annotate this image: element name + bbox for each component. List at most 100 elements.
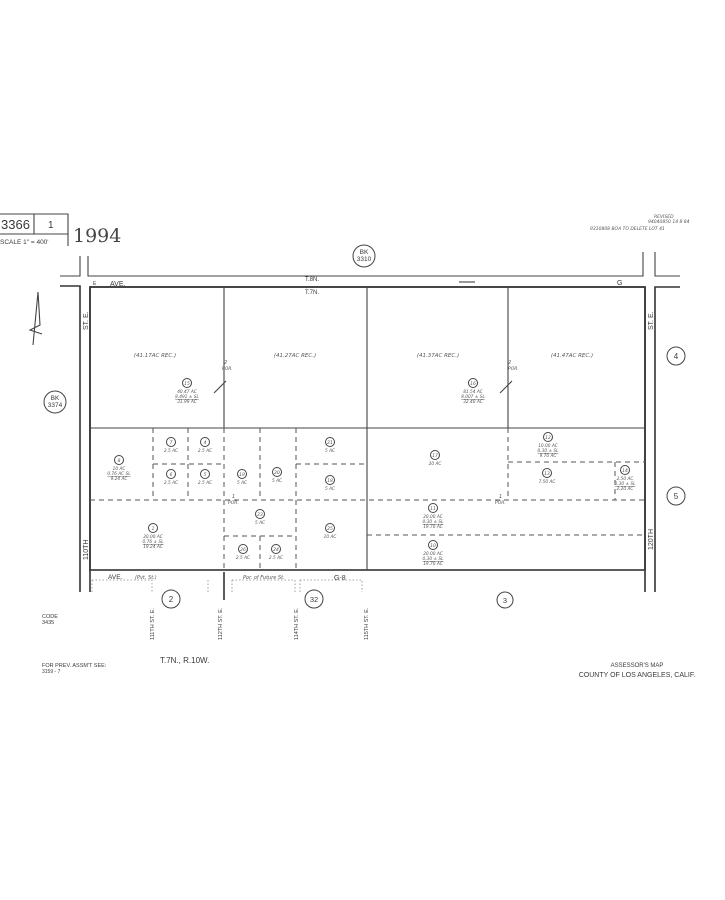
lot-acreage: 81.54 AC — [463, 389, 483, 395]
street-labels: E AVE. G ST. E. 110TH ST. E. 120TH AVE. … — [83, 280, 655, 640]
lot-number: 18 — [327, 478, 333, 484]
code-label: CODE — [42, 614, 58, 620]
lot-number-circle — [325, 523, 335, 533]
township-t8n: T.8N. — [305, 277, 319, 283]
lot-26[interactable]: 262.5 AC — [236, 544, 250, 562]
township-range: T.7N., R.10W. — [160, 656, 209, 665]
lot-number-circle — [255, 509, 265, 519]
lot-24[interactable]: 242.5 AC — [269, 544, 283, 562]
bk-number: 3310 — [357, 256, 372, 263]
portion-number: 2 — [508, 360, 511, 366]
lot-number: 4 — [204, 440, 207, 446]
lot-acreage: 8.491 ± SL — [175, 394, 199, 400]
portion-label: POR. — [222, 366, 233, 372]
bk-label: BK — [360, 249, 369, 256]
lot-21[interactable]: 215 AC — [325, 437, 335, 455]
bottom-ave-note: (Pvt. St.) — [135, 575, 157, 581]
map-footer: CODE 3435 FOR PREV. ASSM'T SEE: 3159 - 7… — [42, 614, 695, 679]
lot-acreage: 19.24 AC — [143, 544, 163, 550]
page-ref-label: 32 — [310, 595, 318, 604]
township-t7n: T.7N. — [305, 290, 319, 296]
parcel-lines — [89, 286, 646, 571]
page-ref-3[interactable]: 3 — [496, 591, 514, 609]
lot-number-circle — [430, 450, 440, 460]
lot-acreage: 31.99 AC — [177, 399, 197, 405]
lot-number: 14 — [622, 468, 628, 474]
lot-acreage: 9.24 AC — [111, 476, 128, 482]
portion-label: POR. — [508, 366, 519, 372]
future-street-label: Por. of Future St. — [243, 575, 285, 581]
lot-number: 24 — [273, 547, 279, 553]
lot-acreage: 0.30 ± SL — [422, 556, 444, 562]
lot-number: 12 — [545, 435, 551, 441]
street-111th: 111TH ST. E. — [150, 608, 156, 640]
lot-number-circle — [200, 437, 210, 447]
lot-acreage: 2.20 AC — [617, 486, 634, 492]
lot-number: 19 — [239, 472, 245, 478]
page-ref-label: 4 — [674, 352, 679, 361]
lot-acreage: 10 AC — [113, 466, 126, 472]
lot-number: 20 — [274, 470, 280, 476]
rec-acreage: (41.37AC REC.) — [417, 353, 459, 359]
page-ref-5[interactable]: 5 — [666, 486, 686, 506]
lot-23[interactable]: 235 AC — [255, 509, 265, 527]
lot-acreage: 10 AC — [324, 534, 337, 540]
bk-label: BK — [51, 395, 60, 402]
lot-number-circle — [182, 378, 192, 388]
lot-acreage: 2.5 AC — [164, 448, 178, 454]
lot-acreage: 2.50 AC — [617, 476, 634, 482]
lot-19[interactable]: 19 5 AC — [237, 469, 247, 487]
lot-acreage: 8.007 ± SL — [461, 394, 485, 400]
lot-number: 6 — [170, 472, 173, 478]
bk-3310-ref[interactable]: BK 3310 — [352, 244, 376, 268]
lot-acreage: 9.70 AC — [540, 453, 557, 459]
rec-acreage: (41.27AC REC.) — [274, 353, 316, 359]
lot-acreage: 0.30 ± SL — [422, 519, 444, 525]
county-label: COUNTY OF LOS ANGELES, CALIF. — [579, 672, 696, 679]
left-street-suffix: ST. E. — [83, 311, 90, 330]
page-ref-32[interactable]: 32 — [304, 589, 324, 609]
page-ref-4[interactable]: 4 — [666, 346, 686, 366]
portion-label: POR. — [495, 500, 506, 506]
lot-number-circle — [468, 378, 478, 388]
lot-number: 17 — [432, 453, 438, 459]
lot-number: 10 — [430, 543, 436, 549]
lot-number-circle — [428, 503, 438, 513]
lot-14[interactable]: 14 2.50 AC0.30 ± SL2.20 AC — [614, 465, 636, 493]
lot-number: 7 — [170, 440, 173, 446]
lot-13[interactable]: 137.50 AC — [539, 468, 556, 486]
top-ave-prefix: E — [93, 281, 97, 287]
left-street-name: 110TH — [83, 540, 90, 561]
bk-3374-ref[interactable]: BK 3374 — [43, 390, 67, 414]
map-header: 3366 1 SCALE 1" = 400' 1994 REVISED 9404… — [0, 213, 690, 247]
g8-label: G-8 — [334, 575, 346, 582]
lot-acreage: 7.50 AC — [539, 479, 556, 485]
lot-number-circle — [114, 455, 124, 465]
lot-8[interactable]: 810 AC0.76 AC SL9.24 AC — [107, 455, 131, 483]
right-street-suffix: ST. E. — [648, 311, 655, 330]
bk-number: 3374 — [48, 402, 63, 409]
lot-20[interactable]: 205 AC — [272, 467, 282, 485]
lot-acreage: 5 AC — [237, 480, 247, 486]
lot-18[interactable]: 185 AC — [325, 475, 335, 493]
rec-acreage: (41.17AC REC.) — [134, 353, 176, 359]
lot-acreage: 0.30 ± SL — [614, 481, 636, 487]
lot-acreage: 2.5 AC — [198, 448, 212, 454]
lot-7[interactable]: 7 2.5 AC — [164, 437, 178, 455]
lot-number: 5 — [204, 472, 207, 478]
page-ref-2[interactable]: 2 — [161, 589, 181, 609]
lot-4[interactable]: 4 2.5 AC — [198, 437, 212, 455]
page-ref-label: 2 — [169, 595, 174, 604]
street-112th: 112TH ST. E. — [218, 607, 224, 640]
lot-acreage: 19.70 AC — [423, 524, 443, 530]
lot-5[interactable]: 52.5 AC — [198, 469, 212, 487]
lot-6[interactable]: 62.5 AC — [164, 469, 178, 487]
